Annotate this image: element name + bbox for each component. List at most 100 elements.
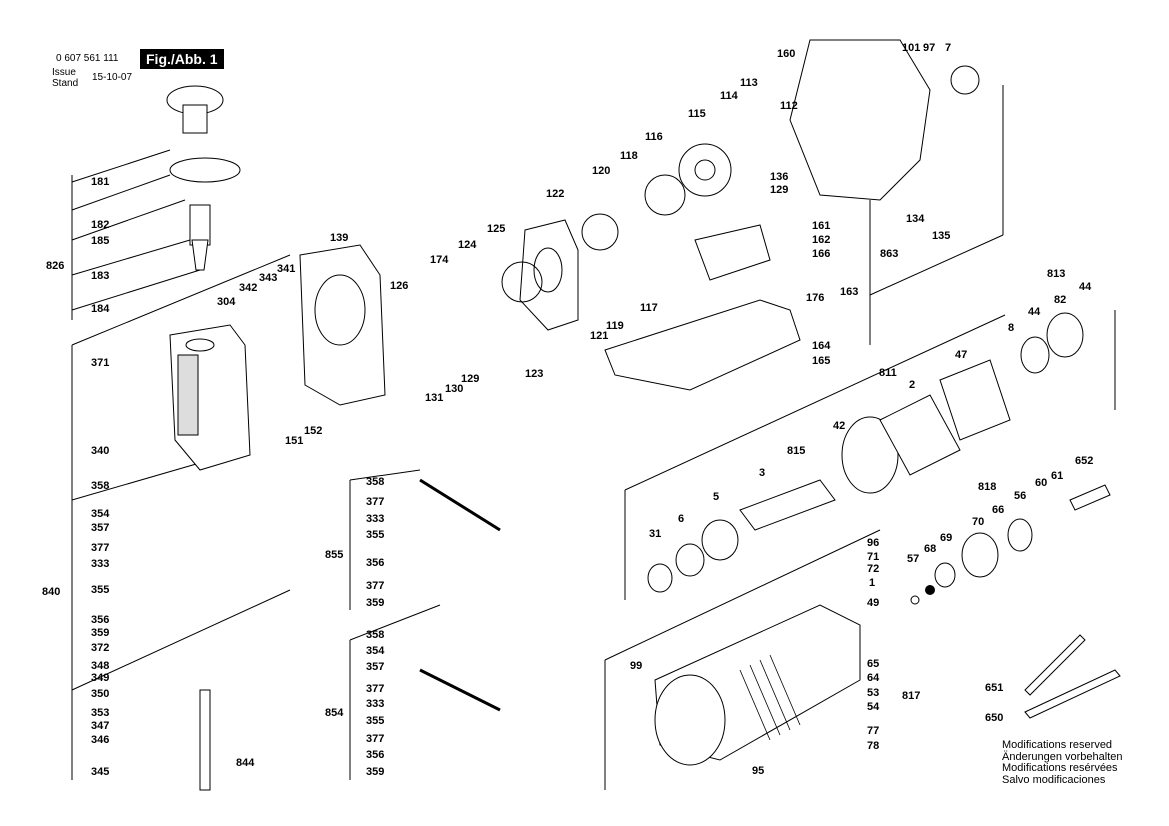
part-label: 119	[606, 320, 624, 332]
part-label: 82	[1054, 294, 1067, 306]
part-label: 131	[425, 392, 444, 404]
note-line: Salvo modificaciones	[1002, 773, 1106, 786]
part-label: 129	[461, 373, 480, 385]
part-label: 377	[366, 580, 385, 592]
part-number: 0 607 561 111	[56, 53, 119, 64]
part-label: 811	[879, 367, 897, 379]
part-label: 134	[906, 213, 925, 225]
stand-label: Stand	[52, 78, 79, 89]
part-label: 350	[91, 688, 110, 700]
part-label: 2	[909, 379, 916, 391]
part-label: 855	[325, 549, 344, 561]
part-label: 165	[812, 355, 831, 367]
part-label: 130	[445, 383, 464, 395]
part-label: 99	[630, 660, 643, 672]
part-label: 125	[487, 223, 506, 235]
part-label: 162	[812, 234, 831, 246]
part-label: 813	[1047, 268, 1066, 280]
part-label: 347	[91, 720, 110, 732]
part-label: 356	[91, 614, 110, 626]
part-label: 652	[1075, 455, 1094, 467]
part-label: 844	[236, 757, 255, 769]
part-label: 60	[1035, 477, 1048, 489]
part-label: 840	[42, 586, 61, 598]
part-label: 358	[366, 629, 385, 641]
part-label: 176	[806, 292, 825, 304]
part-label: 358	[91, 480, 110, 492]
part-label: 355	[366, 715, 385, 727]
part-label: 114	[720, 90, 738, 102]
part-label: 359	[91, 627, 110, 639]
part-label: 333	[91, 558, 110, 570]
part-label: 854	[325, 707, 344, 719]
part-label: 359	[366, 597, 385, 609]
part-label: 345	[91, 766, 110, 778]
part-label: 42	[833, 420, 846, 432]
part-label: 377	[91, 542, 110, 554]
part-label: 342	[239, 282, 258, 294]
part-label: 112	[780, 100, 798, 112]
part-label: 348	[91, 660, 110, 672]
part-label: 6	[678, 513, 685, 525]
part-label: 818	[978, 481, 997, 493]
part-label: 57	[907, 553, 920, 565]
part-label: 116	[645, 131, 663, 143]
part-label: 120	[592, 165, 611, 177]
part-label: 53	[867, 687, 880, 699]
figure-label: Fig./Abb. 1	[140, 49, 224, 69]
part-label: 152	[304, 425, 323, 437]
part-label: 357	[91, 522, 110, 534]
part-label: 54	[867, 701, 880, 713]
part-label: 184	[91, 303, 110, 315]
part-label: 815	[787, 445, 806, 457]
part-label: 349	[91, 672, 110, 684]
part-label: 118	[620, 150, 638, 162]
part-label: 354	[91, 508, 110, 520]
part-label: 49	[867, 597, 880, 609]
part-label: 117	[640, 302, 658, 314]
part-label: 346	[91, 734, 110, 746]
part-label: 356	[366, 557, 385, 569]
part-label: 863	[880, 248, 899, 260]
part-label: 3	[759, 467, 766, 479]
part-label: 78	[867, 740, 880, 752]
part-label: 377	[366, 496, 385, 508]
part-label: 161	[812, 220, 831, 232]
part-label: 333	[366, 513, 385, 525]
part-label: 44	[1079, 281, 1092, 293]
part-label: 182	[91, 219, 110, 231]
part-label: 97	[923, 42, 936, 54]
part-label: 66	[992, 504, 1005, 516]
part-label: 343	[259, 272, 278, 284]
part-label: 31	[649, 528, 662, 540]
part-label: 817	[902, 690, 921, 702]
part-label: 174	[430, 254, 449, 266]
part-label: 77	[867, 725, 880, 737]
part-label: 115	[688, 108, 706, 120]
part-label: 70	[972, 516, 985, 528]
part-label: 136	[770, 171, 789, 183]
part-label: 122	[546, 188, 565, 200]
part-label: 356	[366, 749, 385, 761]
part-label: 69	[940, 532, 953, 544]
part-label: 166	[812, 248, 831, 260]
part-label: 95	[752, 765, 765, 777]
part-label: 7	[945, 42, 952, 54]
modifications-note: Modifications reserved Änderungen vorbeh…	[1002, 739, 1122, 786]
part-label: 651	[985, 682, 1004, 694]
part-label: 151	[285, 435, 304, 447]
part-label: 44	[1028, 306, 1041, 318]
part-label: 47	[955, 349, 968, 361]
part-label: 139	[330, 232, 349, 244]
part-label: 341	[277, 263, 296, 275]
part-label: 650	[985, 712, 1004, 724]
part-label: 353	[91, 707, 110, 719]
part-label: 333	[366, 698, 385, 710]
part-label: 357	[366, 661, 385, 673]
note-line: Modifications resérvées	[1002, 762, 1118, 774]
part-label: 64	[867, 672, 880, 684]
part-label: 8	[1008, 322, 1015, 334]
part-label: 164	[812, 340, 831, 352]
part-label: 355	[91, 584, 110, 596]
